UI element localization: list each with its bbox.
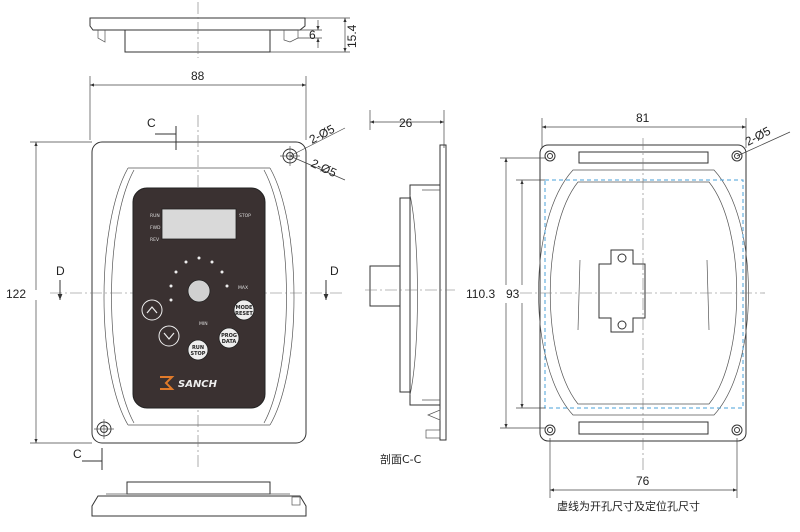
front-hole-label-1: 2-Ø5: [307, 122, 337, 147]
cutout-view: 81 110.3 93: [466, 111, 791, 513]
cutout-hole-top-right: [731, 150, 743, 162]
bottom-view: [91, 481, 307, 517]
section-mark-bottom: C: [73, 447, 82, 461]
svg-text:STOP: STOP: [191, 351, 206, 357]
svg-text:RESET: RESET: [235, 311, 253, 317]
front-dim-width: 88: [191, 69, 205, 83]
cutout-hole-bottom-right: [731, 424, 743, 436]
svg-text:RUN: RUN: [192, 345, 204, 351]
run-stop-key[interactable]: RUN STOP: [187, 339, 209, 361]
label-max: MAX: [238, 285, 248, 291]
section-view: 26 剖面C-C: [365, 110, 455, 466]
cutout-dim-bottom: 76: [636, 474, 650, 488]
indicator-rev: REV: [150, 237, 160, 243]
cutout-outline: [544, 179, 744, 409]
svg-text:PROG: PROG: [221, 333, 237, 339]
cutout-hole-top-left: [544, 150, 556, 162]
indicator-stop: STOP: [239, 213, 251, 219]
cutout-hole-label: 2-Ø5: [743, 124, 773, 149]
section-caption: 剖面C-C: [380, 452, 422, 466]
front-dim-height: 122: [6, 287, 26, 301]
mount-hole-bottom: [94, 419, 114, 439]
potentiometer-scale: [169, 256, 229, 302]
cutout-caption: 虚线为开孔尺寸及定位孔尺寸: [557, 499, 700, 513]
label-min: MIN: [199, 321, 208, 327]
up-key[interactable]: [141, 299, 163, 321]
keypad-panel: RUN FWD REV STOP MAX MIN MODE RESET: [132, 187, 266, 409]
mode-reset-key[interactable]: MODE RESET: [233, 299, 255, 321]
indicator-run: RUN: [150, 213, 160, 219]
side-mark-left: D: [56, 264, 65, 278]
side-mark-right: D: [330, 264, 339, 278]
brand-logo-icon: [160, 376, 175, 390]
top-dim-offset: 6: [309, 28, 316, 42]
lcd-display: [161, 208, 237, 240]
cutout-dim-width: 81: [636, 111, 650, 125]
prog-data-key[interactable]: PROG DATA: [218, 327, 240, 349]
top-view: 6 15.4: [89, 2, 359, 58]
top-dim-height: 15.4: [345, 24, 359, 48]
indicator-fwd: FWD: [150, 225, 161, 231]
svg-text:MODE: MODE: [236, 305, 253, 311]
potentiometer-knob: [187, 279, 211, 303]
cutout-dim-height: 110.3: [466, 287, 495, 301]
front-hole-label-2: 2-Ø5: [309, 156, 339, 180]
section-dim-depth: 26: [399, 116, 413, 130]
section-mark-top: C: [147, 116, 156, 130]
brand-name: SANCH: [178, 379, 218, 390]
down-key[interactable]: [158, 325, 180, 347]
svg-text:DATA: DATA: [222, 339, 237, 345]
cutout-hole-bottom-left: [544, 424, 556, 436]
cutout-dim-cut-height: 93: [506, 287, 520, 301]
